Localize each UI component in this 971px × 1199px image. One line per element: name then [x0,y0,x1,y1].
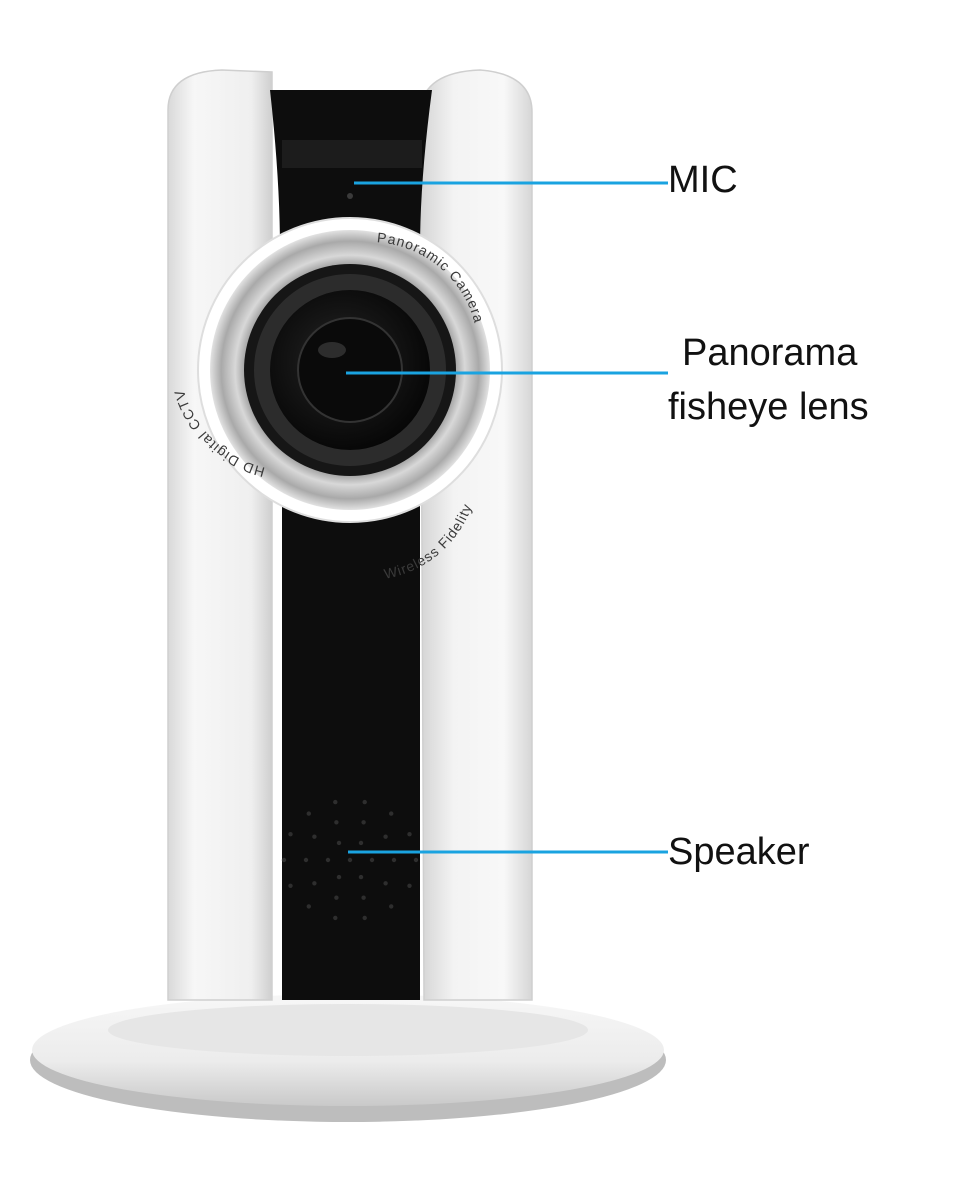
mic-label: MIC [668,159,738,201]
speaker-label: Speaker [668,831,810,873]
speaker-hole [413,857,419,863]
speaker-hole [334,820,339,825]
speaker-hole [312,834,317,839]
camera-base [30,994,666,1122]
lens-label-line2: fisheye lens [668,386,869,428]
speaker-hole [336,874,342,880]
speaker-hole [391,857,397,863]
speaker-hole [333,915,338,921]
speaker-hole [334,895,339,900]
speaker-hole [347,857,353,863]
speaker-hole [362,799,367,805]
speaker-hole [281,857,287,863]
speaker-hole [306,904,311,909]
speaker-hole [383,834,388,839]
speaker-hole [361,895,366,900]
speaker-hole [303,857,309,863]
front-panel [270,90,432,1000]
speaker-hole [358,840,364,846]
speaker-hole [362,915,367,921]
speaker-hole [288,883,293,888]
speaker-hole [361,820,366,825]
speaker-hole [288,832,293,837]
speaker-hole [312,881,317,886]
speaker-hole [333,799,338,805]
leader-lines [346,181,668,854]
speaker-hole [306,811,311,816]
speaker-hole [336,840,342,846]
speaker-hole [389,904,394,909]
speaker-hole [358,874,364,880]
speaker-hole [407,832,412,837]
speaker-hole [389,811,394,816]
lens-label-line1: Panorama [682,332,858,374]
mic-hole [347,193,353,199]
speaker-hole [407,883,412,888]
speaker-hole [369,857,375,863]
speaker-hole [383,881,388,886]
speaker-grille [281,799,419,921]
speaker-hole [325,857,331,863]
